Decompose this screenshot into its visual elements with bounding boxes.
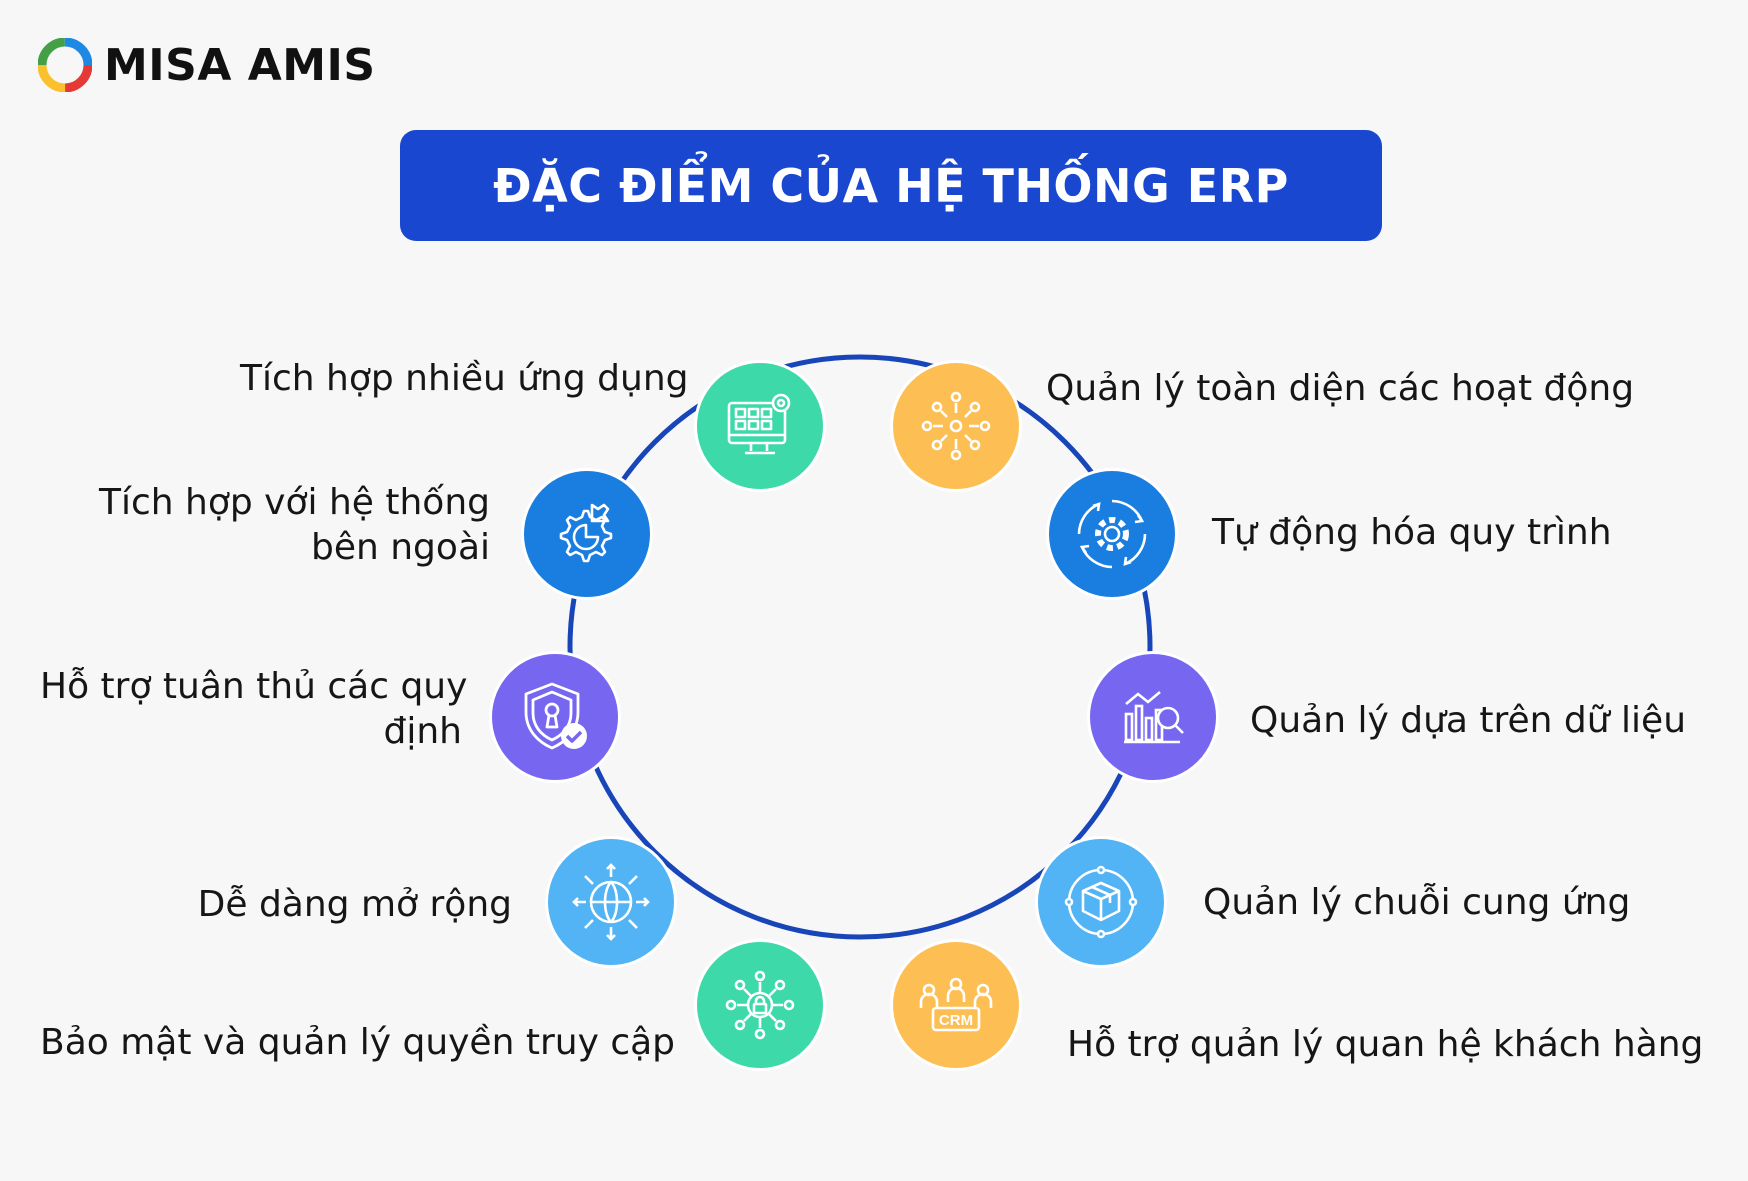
gears-connect-icon: [559, 503, 613, 563]
box-orbit-icon: [1064, 865, 1138, 939]
node-manage-all-operations: [890, 360, 1022, 492]
gear-cycle-icon: [1077, 499, 1147, 569]
shield-check-icon: [524, 682, 587, 750]
feature-label-manage-all-operations: Quản lý toàn diện các hoạt động: [1046, 368, 1635, 409]
feature-label-security-access: Bảo mật và quản lý quyền truy cập: [40, 1022, 676, 1063]
crm-people-icon: CRM: [919, 977, 993, 1032]
svg-text:CRM: CRM: [939, 1012, 973, 1029]
feature-label-crm: Hỗ trợ quản lý quan hệ khách hàng: [1067, 1024, 1704, 1065]
misa-logo-icon: [38, 38, 92, 92]
feature-label-supply-chain: Quản lý chuỗi cung ứng: [1203, 882, 1631, 923]
node-scalability: [545, 836, 677, 968]
node-supply-chain: [1035, 836, 1167, 968]
chart-magnifier-icon: [1124, 691, 1184, 744]
node-data-driven: [1087, 651, 1219, 783]
feature-label-scalability: Dễ dàng mở rộng: [197, 884, 512, 925]
brand-logo: MISA AMIS: [38, 36, 376, 94]
node-crm: CRM: [890, 939, 1022, 1071]
node-external-integration: [521, 468, 653, 600]
node-security-access: [694, 939, 826, 1071]
title-banner: ĐẶC ĐIỂM CỦA HỆ THỐNG ERP: [400, 130, 1382, 241]
feature-label-compliance: Hỗ trợ tuân thủ các quy định: [40, 666, 468, 752]
node-process-automation: [1046, 468, 1178, 600]
globe-arrows-icon: [572, 863, 650, 941]
feature-label-process-automation: Tự động hóa quy trình: [1212, 512, 1612, 553]
node-compliance: [489, 651, 621, 783]
feature-label-data-driven: Quản lý dựa trên dữ liệu: [1250, 700, 1687, 741]
lock-network-icon: [725, 970, 795, 1040]
feature-label-external-integration: Tích hợp với hệ thống bên ngoài: [99, 482, 490, 568]
monitor-grid-gear-icon: [727, 393, 791, 455]
page-title: ĐẶC ĐIỂM CỦA HỆ THỐNG ERP: [493, 158, 1289, 213]
feature-label-integrate-apps: Tích hợp nhiều ứng dụng: [240, 358, 689, 399]
network-nodes-icon: [921, 391, 991, 461]
node-integrate-apps: [694, 360, 826, 492]
brand-name: MISA AMIS: [104, 39, 376, 91]
